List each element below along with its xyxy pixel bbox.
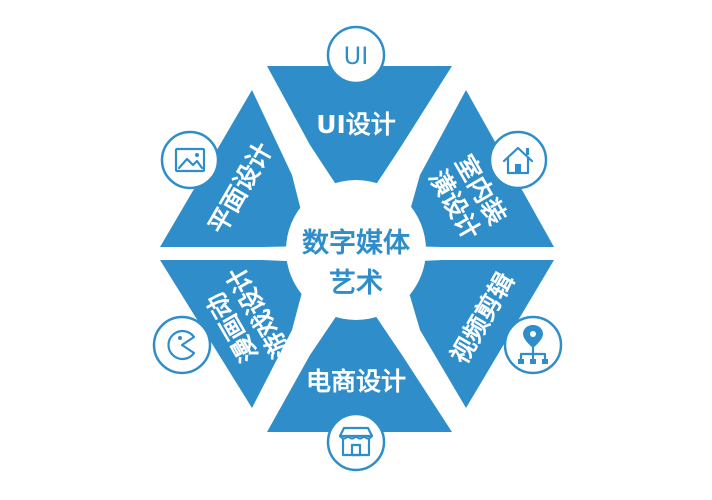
label-ecommerce-design: 电商设计 (306, 367, 406, 396)
segment-video-editing (400, 260, 554, 408)
segment-interior-design (400, 90, 554, 247)
ui-icon-text: UI (344, 42, 369, 70)
storefront-icon (326, 412, 386, 472)
segment-ui-design (267, 66, 452, 215)
center-title-line1: 数字媒体 (302, 227, 411, 259)
image-icon (160, 130, 220, 190)
house-icon (488, 130, 548, 190)
location-network-icon (503, 315, 563, 375)
segment-ecommerce-design (267, 287, 452, 432)
segment-graphic-design (160, 90, 310, 247)
label-ui-design: UI设计 (316, 110, 396, 139)
pacman-icon (152, 315, 212, 375)
center-title-line2: 艺术 (329, 268, 383, 299)
segment-comics-game-design (160, 260, 310, 408)
center-circle (286, 180, 426, 320)
ui-text-icon: UI (326, 25, 386, 85)
